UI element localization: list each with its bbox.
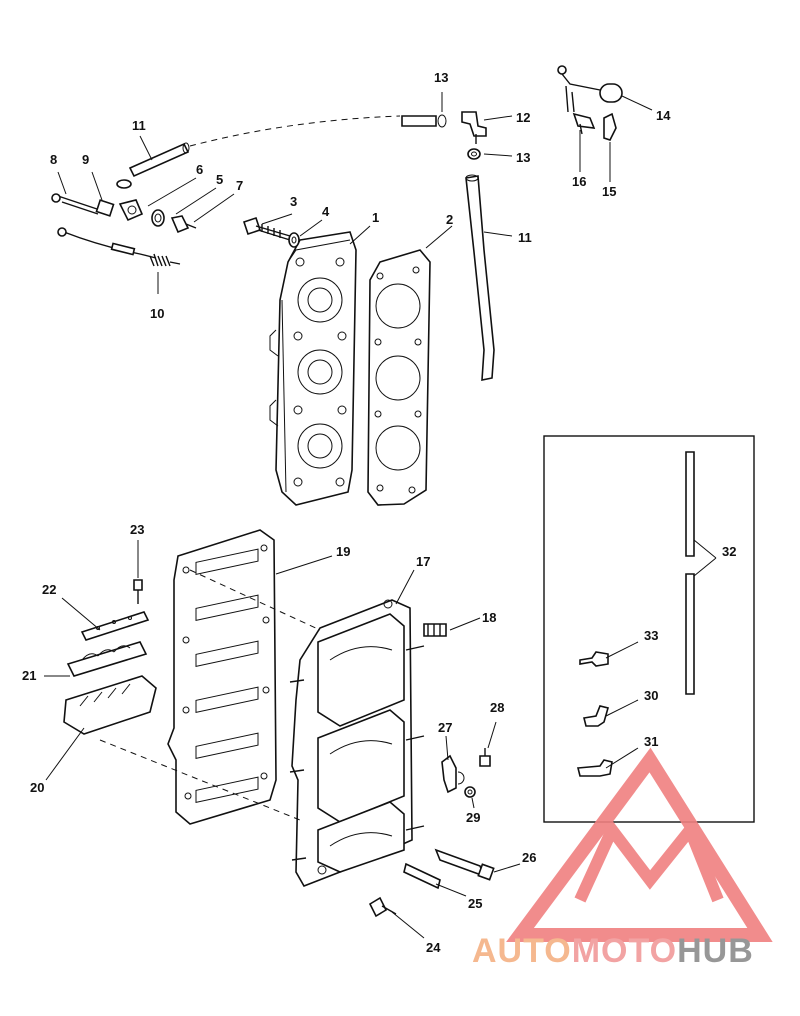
callout-25: 25 bbox=[468, 896, 482, 911]
callout-8: 8 bbox=[50, 152, 57, 167]
housing-screw bbox=[368, 896, 397, 918]
housing-bolt bbox=[423, 623, 447, 637]
reed-stop bbox=[80, 611, 150, 641]
callout-12: 12 bbox=[516, 110, 530, 125]
cylinder-head bbox=[269, 231, 357, 506]
watermark-triangle-icon bbox=[506, 747, 773, 942]
reed-petals bbox=[66, 641, 148, 677]
callout-33: 33 bbox=[644, 628, 658, 643]
hose-clip bbox=[441, 754, 465, 794]
callout-21: 21 bbox=[22, 668, 36, 683]
watermark-auto: AUTO bbox=[472, 932, 572, 970]
watermark-logo: AUTOMOTOHUB bbox=[472, 747, 773, 970]
reed-block-housing bbox=[289, 599, 425, 887]
kit-panel-border bbox=[543, 435, 755, 823]
callout-14: 14 bbox=[656, 108, 671, 123]
callout-5: 5 bbox=[216, 172, 223, 187]
callout-22: 22 bbox=[42, 582, 56, 597]
hose-clamp-lower bbox=[467, 148, 481, 160]
reed-cage bbox=[63, 675, 157, 735]
callout-23: 23 bbox=[130, 522, 144, 537]
callout-1: 1 bbox=[372, 210, 379, 225]
callout-10: 10 bbox=[150, 306, 164, 321]
reed-plate-gasket bbox=[167, 529, 277, 825]
leader-lines bbox=[44, 92, 717, 939]
tee-fitting-31 bbox=[576, 759, 613, 777]
reed-screw bbox=[133, 579, 143, 604]
callout-15: 15 bbox=[602, 184, 616, 199]
long-hose bbox=[465, 174, 495, 381]
clip-screw bbox=[479, 748, 491, 767]
straight-fitting-33 bbox=[579, 651, 609, 667]
callout-19: 19 bbox=[336, 544, 350, 559]
callout-11-top: 11 bbox=[132, 118, 146, 133]
elbow-fitting-30 bbox=[583, 705, 609, 727]
svg-text:AUTOMOTOHUB: AUTOMOTOHUB bbox=[472, 932, 754, 970]
watermark-m-icon bbox=[574, 818, 724, 903]
callout-16: 16 bbox=[572, 174, 586, 189]
callout-26: 26 bbox=[522, 850, 536, 865]
callout-24: 24 bbox=[426, 940, 441, 955]
callout-32: 32 bbox=[722, 544, 736, 559]
callout-13-right: 13 bbox=[516, 150, 530, 165]
dashed-leader-top bbox=[189, 115, 401, 147]
callout-27: 27 bbox=[438, 720, 452, 735]
watermark-moto: MOTO bbox=[572, 932, 677, 970]
head-bolt bbox=[242, 216, 291, 241]
tube-32 bbox=[685, 451, 695, 695]
callout-18: 18 bbox=[482, 610, 496, 625]
clip-washer bbox=[464, 786, 476, 798]
callout-30: 30 bbox=[644, 688, 658, 703]
sensor-assembly bbox=[557, 65, 623, 141]
callout-20: 20 bbox=[30, 780, 44, 795]
callout-17: 17 bbox=[416, 554, 430, 569]
dashed-leader-plate bbox=[189, 569, 321, 631]
callout-13-top: 13 bbox=[434, 70, 448, 85]
callout-28: 28 bbox=[490, 700, 504, 715]
callout-6: 6 bbox=[196, 162, 203, 177]
callout-4: 4 bbox=[322, 204, 330, 219]
short-hose bbox=[128, 142, 190, 178]
callout-7: 7 bbox=[236, 178, 243, 193]
callout-29: 29 bbox=[466, 810, 480, 825]
callout-2: 2 bbox=[446, 212, 453, 227]
temperature-sender-group bbox=[51, 179, 197, 267]
callout-3: 3 bbox=[290, 194, 297, 209]
washer bbox=[288, 232, 300, 248]
callout-numbers: 1 2 3 4 5 6 7 8 9 10 11 11 12 13 13 14 1… bbox=[22, 70, 736, 955]
callout-11-right: 11 bbox=[518, 230, 532, 245]
callout-31: 31 bbox=[644, 734, 658, 749]
head-gasket bbox=[367, 249, 431, 506]
long-stud bbox=[434, 848, 495, 881]
callout-9: 9 bbox=[82, 152, 89, 167]
dashed-leader-reed bbox=[99, 739, 301, 821]
fitting-elbow bbox=[461, 111, 487, 144]
watermark-hub: HUB bbox=[677, 932, 754, 970]
short-stud bbox=[403, 862, 441, 890]
hose-clamp-top bbox=[401, 114, 447, 128]
